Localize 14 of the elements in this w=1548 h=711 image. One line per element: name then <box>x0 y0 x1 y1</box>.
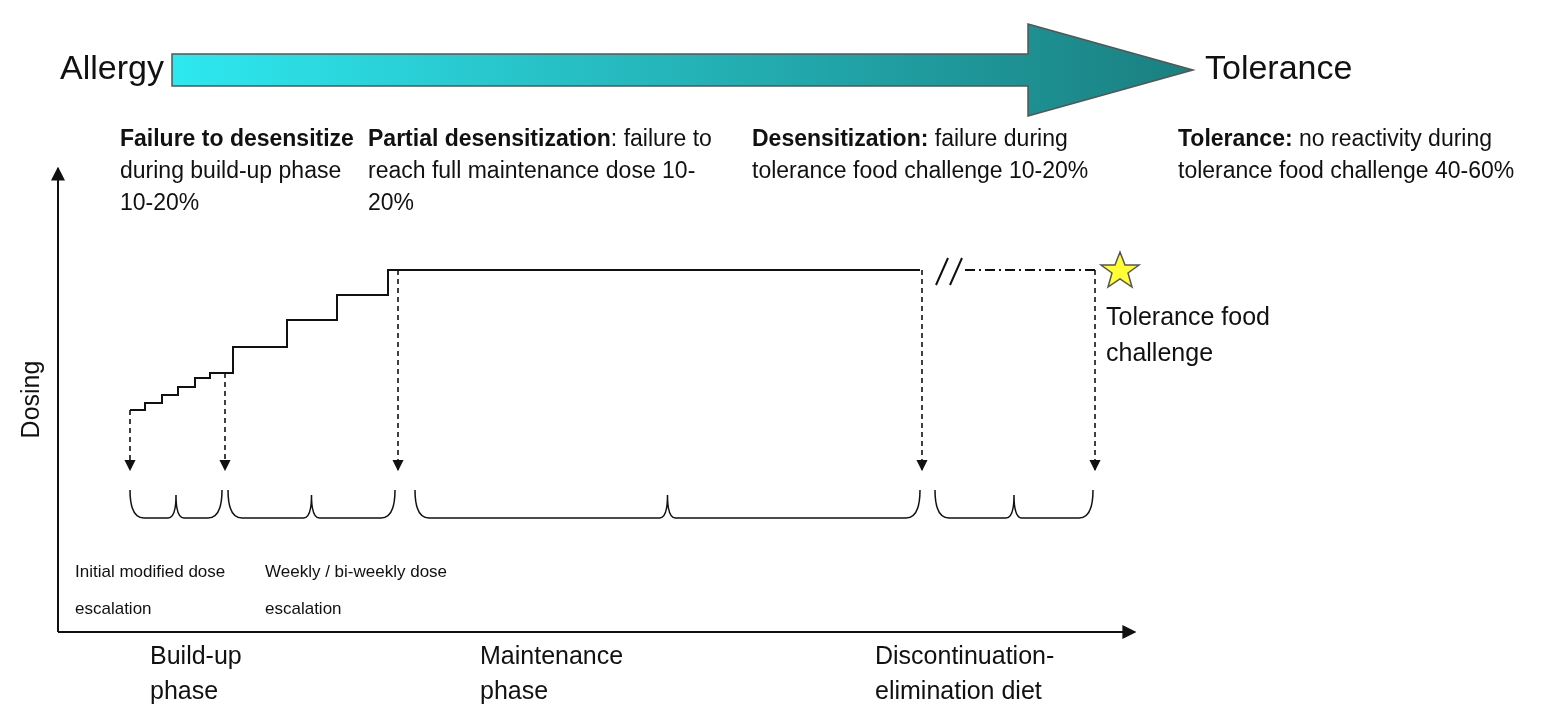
step-label: Weekly / bi-weekly dose escalation <box>265 561 449 620</box>
outcome-note: Desensitization: failure during tolerance food challenge 10-20% <box>752 124 1090 185</box>
outcome-note: Failure to desensitize during build-up phase 10-20% <box>120 124 355 217</box>
outcome-note: Partial desensitization: failure to reach full maintenance dose 10-20% <box>368 124 713 217</box>
step-label: Initial modified dose escalation <box>75 561 227 620</box>
stage-label: Tolerance <box>1205 48 1353 87</box>
phase-label: Build-up phase <box>150 640 243 706</box>
arrow <box>171 23 1196 117</box>
outcome-note: Tolerance: no reactivity during tolerance food challenge 40-60% <box>1178 124 1516 185</box>
phase-label: Maintenance phase <box>480 640 625 706</box>
annotation: Tolerance food challenge <box>1106 301 1271 368</box>
axis-title: Dosing <box>15 359 45 441</box>
phase-label: Discontinuation-elimination diet <box>875 640 1056 706</box>
stage-label: Allergy <box>60 48 164 87</box>
